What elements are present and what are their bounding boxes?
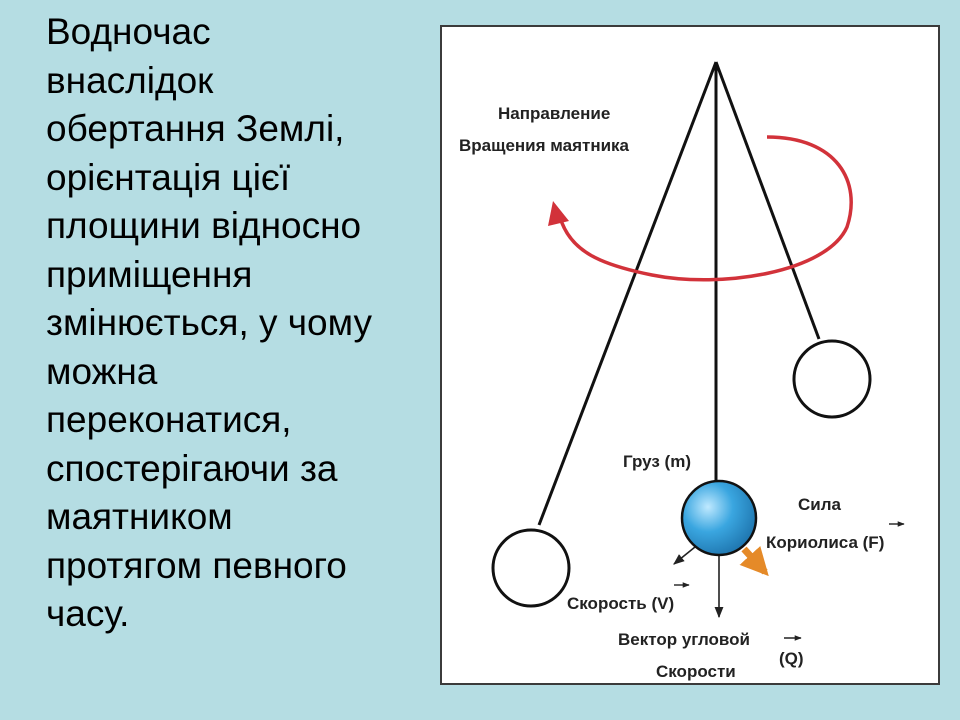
text-line: часу.: [46, 593, 130, 634]
main-text: Водночас внаслідок обертання Землі, оріє…: [46, 8, 436, 639]
label-angular-2: Скорости: [656, 662, 736, 681]
label-angular-1: Вектор угловой: [618, 630, 750, 649]
label-direction-2: Вращения маятника: [459, 136, 630, 155]
left-string: [537, 61, 718, 526]
right-bob-outline: [792, 339, 872, 419]
text-line: Водночас: [46, 11, 211, 52]
text-line: переконатися,: [46, 399, 292, 440]
text-line: площини відносно: [46, 205, 362, 246]
label-force-1: Сила: [798, 495, 842, 514]
text-line: змінюється, у чому: [46, 302, 372, 343]
rotation-direction-arrow: [558, 135, 853, 282]
text-line: протягом певного: [46, 544, 347, 586]
right-string: [714, 61, 821, 340]
pendulum-diagram: Направление Вращения маятника Груз (m) С…: [459, 61, 905, 681]
pendulum-diagram-panel: Направление Вращения маятника Груз (m) С…: [440, 25, 940, 685]
coriolis-force-arrow: [739, 546, 769, 577]
velocity-vector: [673, 546, 696, 565]
rotation-arrowhead: [548, 201, 569, 226]
label-velocity: Скорость (V): [567, 594, 674, 613]
text-line: спостерігаючи за: [46, 447, 338, 489]
label-direction-1: Направление: [498, 104, 610, 123]
text-line: обертання Землі,: [46, 108, 345, 149]
central-bob: [680, 479, 758, 557]
text-line: орієнтація цієї: [46, 156, 291, 198]
label-mass: Груз (m): [623, 452, 691, 471]
text-line: можна: [46, 350, 158, 392]
left-bob-outline: [491, 528, 571, 608]
text-line: маятником: [46, 496, 233, 537]
text-line: приміщення: [46, 253, 253, 295]
label-angular-q: (Q): [779, 649, 804, 668]
text-line: внаслідок: [46, 59, 214, 101]
label-force-2: Кориолиса (F): [766, 533, 884, 552]
